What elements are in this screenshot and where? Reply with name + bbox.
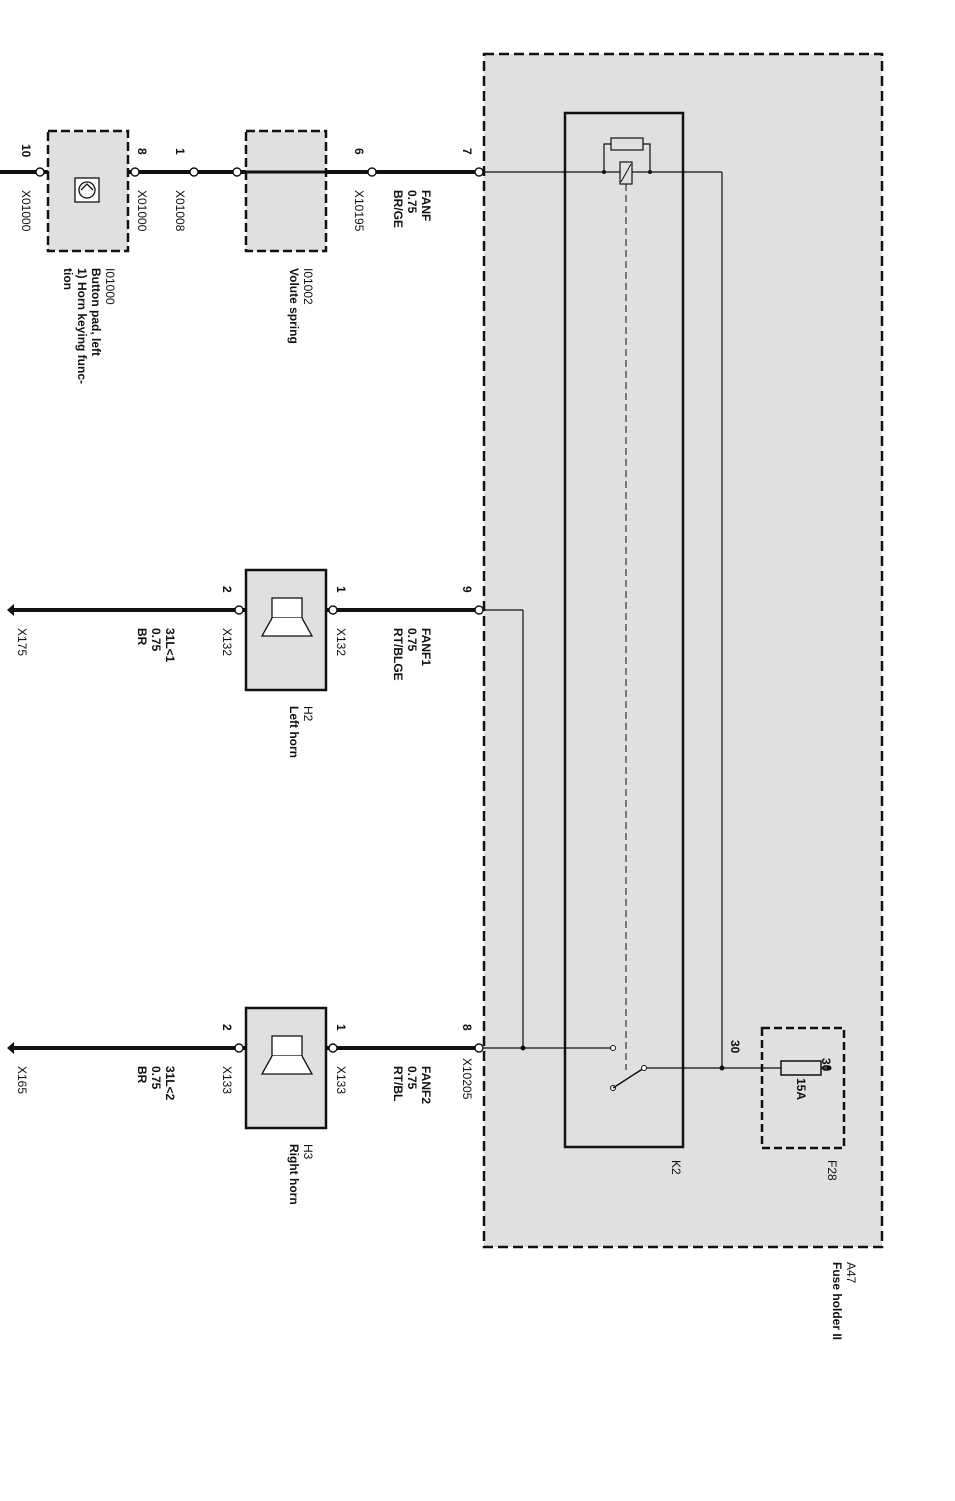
button-name-line3: tion <box>61 268 75 290</box>
right-horn-ground: X165 <box>15 1066 29 1094</box>
wire-31l1-size: 0.75 <box>149 628 163 652</box>
fuse-id: F28 <box>825 1160 839 1181</box>
button-pin-out: 10 <box>19 144 33 158</box>
left-horn-pin-in: 1 <box>334 586 348 593</box>
right-horn-conn-out: X133 <box>220 1066 234 1094</box>
fuse-holder-id: A47 <box>844 1262 858 1284</box>
ground-x175-symbol <box>7 604 14 616</box>
fuse-f28-box <box>760 1026 846 1150</box>
pin-8: 8 <box>460 1024 474 1031</box>
right-horn-icon <box>260 1035 314 1075</box>
wire-31l1-color: BR <box>135 628 149 646</box>
wire-31l2-color: BR <box>135 1066 149 1084</box>
wire-fanf2-name: FANF2 <box>419 1066 433 1104</box>
left-horn-ground: X175 <box>15 628 29 656</box>
ground-x165-symbol <box>7 1042 14 1054</box>
volute-conn-in: X10195 <box>352 190 366 232</box>
left-horn-id: H2 <box>301 706 315 722</box>
fuse-holder-name: Fuse holder II <box>830 1262 844 1340</box>
fuse-pin-left: 30 <box>728 1040 742 1054</box>
fuse-f28-symbol <box>780 1060 822 1076</box>
wire-fanf-size: 0.75 <box>405 190 419 214</box>
wire-fanf2-color: RT/BL <box>391 1066 405 1101</box>
relay-contact-arm <box>612 1067 645 1089</box>
wire-fanf-name: FANF <box>419 190 433 221</box>
wire-31l1-name: 31L<1 <box>163 628 177 663</box>
wire-31l2-name: 31L<2 <box>163 1066 177 1101</box>
relay-k2-box <box>563 111 685 1149</box>
relay-id: K2 <box>669 1160 683 1175</box>
volute-pin-out: 1 <box>173 148 187 155</box>
left-horn-pin-out: 2 <box>220 586 234 593</box>
wire-fanf1-name: FANF1 <box>419 628 433 666</box>
button-id: I01000 <box>103 268 117 305</box>
left-horn-name: Left horn <box>287 706 301 758</box>
pin-7: 7 <box>460 148 474 155</box>
volute-spring-box <box>244 129 328 253</box>
wire-fanf1-size: 0.75 <box>405 628 419 652</box>
pin-9: 9 <box>460 586 474 593</box>
volute-name: Volute spring <box>287 268 301 344</box>
right-horn-pin-in: 1 <box>334 1024 348 1031</box>
wire-31l2-size: 0.75 <box>149 1066 163 1090</box>
right-horn-conn-in: X133 <box>334 1066 348 1094</box>
button-name-line2: 1) Horn keying func- <box>75 268 89 384</box>
wire-fanf2-size: 0.75 <box>405 1066 419 1090</box>
left-horn-conn-in: X132 <box>334 628 348 656</box>
left-horn-conn-out: X132 <box>220 628 234 656</box>
volute-conn-out: X01008 <box>173 190 187 232</box>
fuse-pin-top: 30 <box>819 1058 833 1072</box>
button-conn-in: X01000 <box>135 190 149 232</box>
right-horn-id: H3 <box>301 1144 315 1160</box>
wire-fanf1-color: RT/BLGE <box>391 628 405 681</box>
button-name-line1: Button pad, left <box>89 268 103 356</box>
relay-coil-resistor <box>610 137 644 151</box>
right-horn-name: Right horn <box>287 1144 301 1205</box>
button-pin-in: 8 <box>135 148 149 155</box>
left-horn-icon <box>260 597 314 637</box>
button-conn-out: X01000 <box>19 190 33 232</box>
fuse-rating: 15A <box>794 1078 808 1100</box>
connector-x10205: X10205 <box>460 1058 474 1100</box>
right-horn-pin-out: 2 <box>220 1024 234 1031</box>
volute-id: I01002 <box>301 268 315 305</box>
volute-pin-in: 6 <box>352 148 366 155</box>
wire-fanf-color: BR/GE <box>391 190 405 228</box>
